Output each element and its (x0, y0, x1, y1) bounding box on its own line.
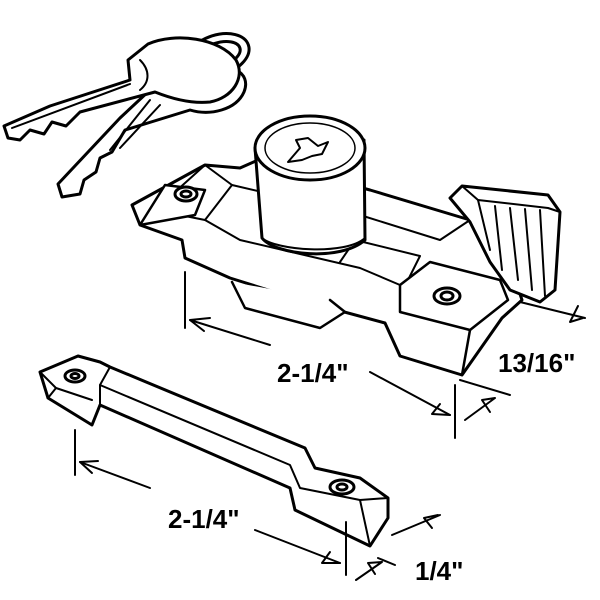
keys (2, 32, 251, 199)
key-front (2, 36, 241, 142)
lock-length-label: 2-1/4" (277, 358, 349, 388)
keeper-length-label: 2-1/4" (168, 504, 240, 534)
keeper-screw-hole-right (328, 478, 356, 496)
screw-hole-left (173, 185, 199, 203)
keeper (38, 354, 390, 548)
lock-depth-label: 13/16" (498, 348, 575, 378)
dimension-lines (74, 271, 586, 581)
lock-body (130, 158, 524, 377)
keeper-width-label: 1/4" (415, 556, 463, 586)
screw-hole-right (432, 286, 462, 306)
lock-lever (448, 184, 562, 304)
key-cylinder (253, 114, 367, 256)
keeper-body (38, 354, 390, 548)
lock-tab (230, 280, 347, 330)
keyway-icon (287, 137, 329, 163)
keeper-screw-hole-left (63, 368, 87, 384)
